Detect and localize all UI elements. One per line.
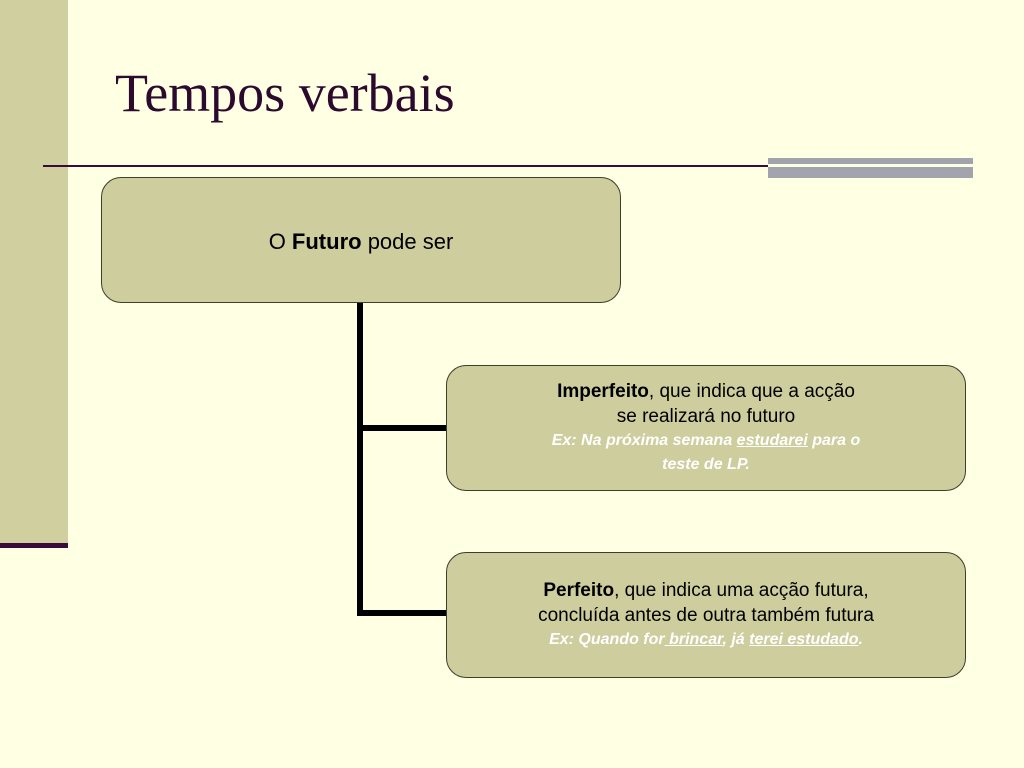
diagram-connector-imperfeito xyxy=(357,425,447,431)
child-line-1-rest: , que indica uma acção futura, xyxy=(614,580,869,601)
child-line-1-rest: , que indica que a acção xyxy=(648,381,855,402)
example-pre: Ex: Quando for xyxy=(549,631,665,648)
example-post: para o xyxy=(807,432,861,449)
title-divider xyxy=(43,165,973,167)
root-bold-term: Futuro xyxy=(291,229,362,254)
child-example-line-1: Ex: Na próxima semana estudarei para o xyxy=(552,429,861,453)
child-line-2: se realizará no futuro xyxy=(616,406,796,427)
title-divider-accent xyxy=(768,158,973,178)
example-post: . xyxy=(858,631,863,648)
child-line-1: Perfeito, que indica uma acção futura, xyxy=(543,578,868,603)
child-line-1: Imperfeito, que indica que a acção xyxy=(557,379,855,404)
diagram-connector-perfeito xyxy=(357,610,447,616)
example-underlined-verb: brincar xyxy=(664,631,723,648)
root-node-futuro: O Futuro pode ser xyxy=(101,177,621,303)
example-underlined-verb: estudarei xyxy=(736,432,808,449)
child-node-perfeito: Perfeito, que indica uma acção futura, c… xyxy=(446,552,966,678)
example-pre: Ex: Na próxima semana xyxy=(551,432,737,449)
left-band-accent-line xyxy=(0,543,68,548)
child-bold-term: Imperfeito xyxy=(557,381,649,402)
child-example-line-1: Ex: Quando for brincar, já terei estudad… xyxy=(549,628,863,652)
child-node-imperfeito: Imperfeito, que indica que a acção se re… xyxy=(446,365,966,491)
left-decorative-band xyxy=(0,0,68,545)
slide-title: Tempos verbais xyxy=(115,63,455,123)
child-example-line-2: teste de LP. xyxy=(662,456,750,473)
root-prefix: O xyxy=(268,229,292,254)
example-underlined-verb-2: terei estudado xyxy=(749,631,859,648)
child-line-2: concluída antes de outra também futura xyxy=(538,605,874,626)
root-node-text: O Futuro pode ser xyxy=(269,229,454,255)
root-suffix: pode ser xyxy=(361,229,454,254)
example-mid: , já xyxy=(722,631,750,648)
child-bold-term: Perfeito xyxy=(543,580,615,601)
diagram-connector-vertical xyxy=(357,303,363,615)
